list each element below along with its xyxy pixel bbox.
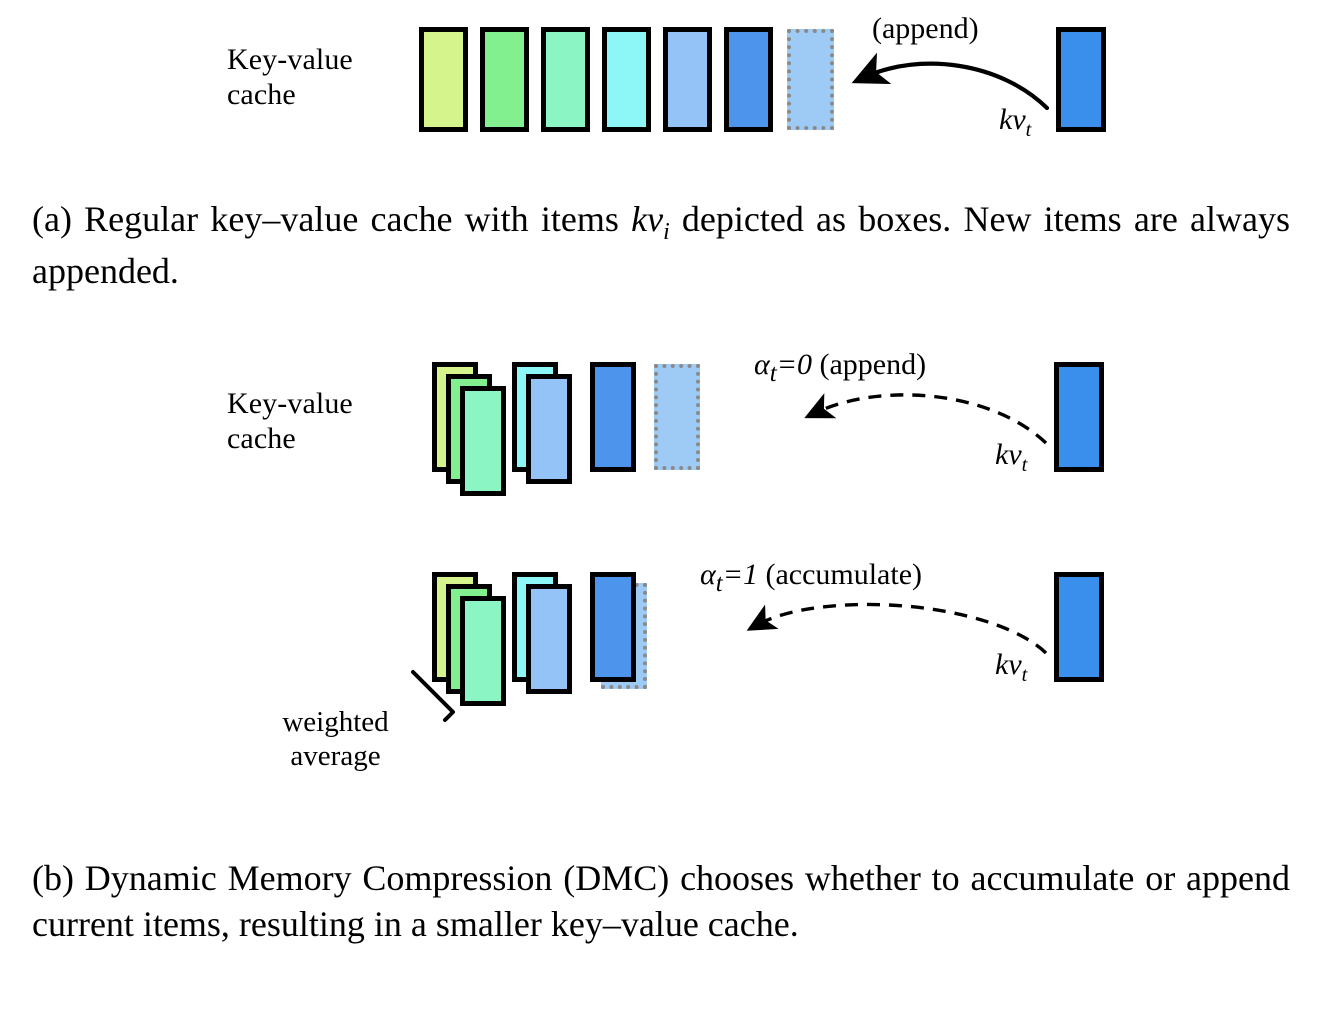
alpha-symbol: α — [700, 558, 716, 591]
kv-subscript: t — [1025, 119, 1032, 141]
append-incoming-item-label: kvt — [995, 438, 1027, 477]
accumulate-arrow-b — [746, 602, 1048, 655]
cache-item-2 — [480, 27, 529, 132]
cache-item-3 — [541, 27, 590, 132]
panel-a-incoming-item-label: kvt — [999, 103, 1031, 142]
stack-green-item-3 — [460, 596, 506, 706]
accumulate-word: (accumulate) — [757, 558, 923, 591]
cache-item-slot-new — [654, 364, 700, 470]
cache-item-5 — [663, 27, 712, 132]
stack-blue-item-1 — [590, 572, 636, 682]
kv-text: kv — [995, 648, 1022, 681]
caption-a-math: kv — [631, 199, 664, 239]
accumulate-incoming-item-label: kvt — [995, 648, 1027, 687]
alpha-subscript: t — [715, 570, 723, 597]
kv-subscript: t — [1021, 664, 1028, 686]
caption-a-suffix: depicted as boxes. New items are always … — [32, 199, 1291, 291]
stack-cyan-item-2 — [526, 584, 572, 694]
accumulate-arrow-label: αt=1 (accumulate) — [700, 558, 922, 598]
cache-item-slot-new — [787, 29, 834, 130]
caption-b: (b) Dynamic Memory Compression (DMC) cho… — [32, 858, 1290, 945]
stack-cyan-item-2 — [526, 374, 572, 484]
alpha-value: =0 — [776, 348, 812, 381]
kv-text: kv — [995, 438, 1022, 471]
panel-b-cache-label: Key-value cache — [227, 387, 353, 456]
panel-a-arrow-label: (append) — [872, 12, 979, 45]
stack-blue-item-1 — [590, 362, 636, 472]
alpha-value: =1 — [722, 558, 758, 591]
cache-item-4 — [602, 27, 651, 132]
alpha-subscript: t — [769, 360, 777, 387]
caption-a: (a) Regular key–value cache with items k… — [32, 196, 1290, 294]
append-arrow-a — [851, 52, 1050, 111]
kv-text: kv — [999, 103, 1026, 136]
weighted-average-annotation: weighted average — [282, 706, 389, 773]
cache-item-1 — [419, 27, 468, 132]
stack-green-item-3 — [460, 386, 506, 496]
append-arrow-label: αt=0 (append) — [754, 348, 926, 388]
incoming-kv-item — [1054, 362, 1104, 472]
incoming-kv-item — [1054, 572, 1104, 682]
caption-a-math-sub: i — [663, 219, 670, 246]
cache-item-6 — [724, 27, 773, 132]
kv-subscript: t — [1021, 454, 1028, 476]
panel-a-cache-label: Key-value cache — [227, 43, 353, 112]
append-arrow-b — [804, 393, 1048, 445]
append-word: (append) — [811, 348, 927, 381]
caption-a-prefix: (a) Regular key–value cache with items — [32, 199, 632, 239]
alpha-symbol: α — [754, 348, 770, 381]
incoming-kv-item — [1056, 27, 1106, 132]
